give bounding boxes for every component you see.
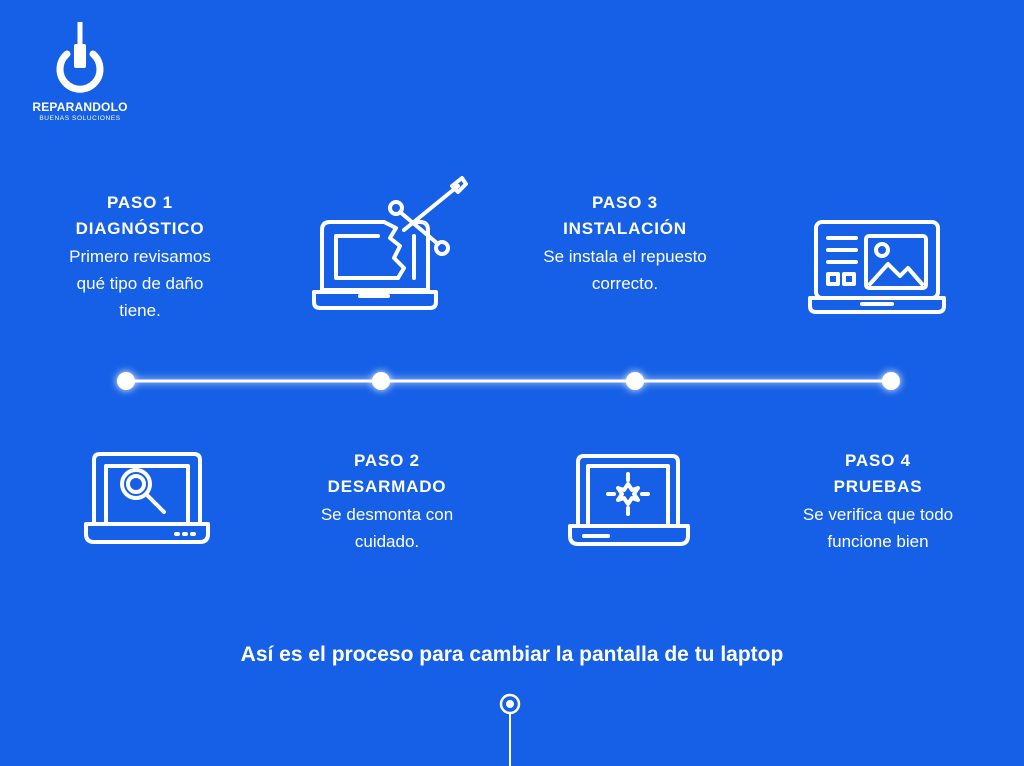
timeline-node-1	[117, 372, 135, 390]
step-3-desc-line: correcto.	[591, 274, 659, 293]
step-1-name: DIAGNÓSTICO	[75, 219, 205, 238]
laptop-magnifier-icon	[84, 452, 210, 544]
step-4-text: PASO 4 PRUEBAS Se verifica que todo func…	[758, 448, 998, 555]
timeline-node-4	[882, 372, 900, 390]
brand-logo: REPARANDOLO BUENAS SOLUCIONES	[30, 22, 130, 132]
power-screwdriver-icon	[56, 22, 104, 93]
timeline-node-3	[626, 372, 644, 390]
step-4-desc-line: funcione bien	[827, 532, 929, 551]
laptop-image-icon	[808, 220, 946, 314]
step-1-desc-line: tiene.	[119, 301, 161, 320]
process-caption: Así es el proceso para cambiar la pantal…	[240, 643, 784, 666]
step-2-label: PASO 2	[354, 451, 420, 470]
step-3-label: PASO 3	[592, 193, 658, 212]
step-3-description: Se instala el repuesto correcto.	[505, 243, 745, 297]
step-2-desc-line: Se desmonta con	[320, 505, 454, 524]
step-2-text: PASO 2 DESARMADO Se desmonta con cuidado…	[267, 448, 507, 555]
step-3-desc-line: Se instala el repuesto	[543, 247, 707, 266]
step-1-label: PASO 1	[107, 193, 173, 212]
brand-tagline: BUENAS SOLUCIONES	[39, 115, 121, 122]
laptop-broken-screen-tools-icon	[312, 176, 468, 310]
bottom-connector	[499, 693, 521, 766]
step-2-name: DESARMADO	[327, 477, 447, 496]
brand-name: REPARANDOLO	[32, 100, 128, 114]
step-4-name: PRUEBAS	[833, 477, 923, 496]
step-2-description: Se desmonta con cuidado.	[267, 501, 507, 555]
step-1-desc-line: Primero revisamos	[69, 247, 211, 266]
step-4-description: Se verifica que todo funcione bien	[758, 501, 998, 555]
step-3-name: INSTALACIÓN	[563, 219, 687, 238]
step-2-desc-line: cuidado.	[354, 532, 420, 551]
step-4-desc-line: Se verifica que todo	[802, 505, 954, 524]
step-4-label: PASO 4	[845, 451, 911, 470]
step-3-text: PASO 3 INSTALACIÓN Se instala el repuest…	[505, 190, 745, 297]
laptop-spark-icon	[568, 454, 690, 546]
step-1-description: Primero revisamos qué tipo de daño tiene…	[20, 243, 260, 324]
timeline-node-2	[372, 372, 390, 390]
step-1-text: PASO 1 DIAGNÓSTICO Primero revisamos qué…	[20, 190, 260, 324]
connector-dot	[506, 700, 514, 708]
step-1-desc-line: qué tipo de daño	[76, 274, 204, 293]
process-timeline	[117, 372, 900, 390]
